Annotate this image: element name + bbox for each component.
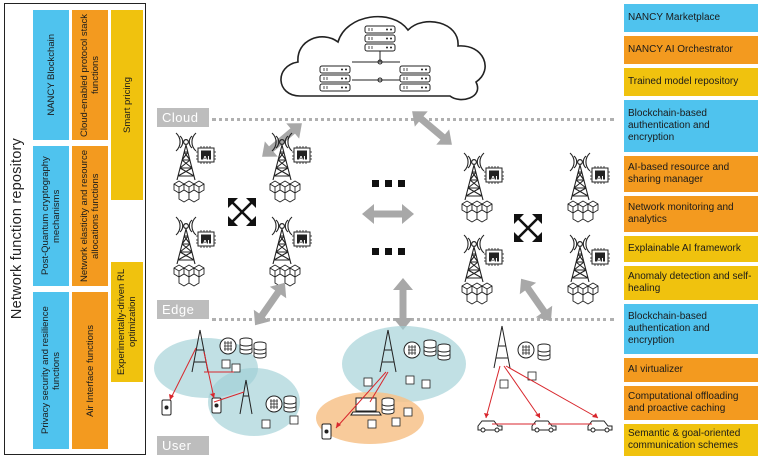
ai-chip-label: AI [203,240,210,247]
ai-chip-label: AI [203,156,210,163]
car-icon [477,420,503,433]
ai-chip-label: AI [597,176,604,183]
edge-tower [173,216,217,287]
cloud-edge-arrow-right [405,103,459,153]
repo-function-box: Privacy security and resilience function… [33,292,69,449]
edge-user-arrow [512,272,560,328]
service-item: Network monitoring and analytics [624,196,758,232]
edge-link-arrow [362,204,414,224]
edge-tower [567,234,611,305]
edge-tower [269,216,313,287]
cloud-layer-divider [212,118,614,121]
compute-cubes [221,359,537,429]
edge-tower [567,152,611,223]
service-item: AI-based resource and sharing manager [624,156,758,192]
ai-chip-label: AI [597,258,604,265]
service-item: NANCY Marketplace [624,4,758,32]
layer-label-edge: Edge [157,300,209,319]
coverage-area [316,392,424,444]
ai-chip-label: AI [299,240,306,247]
car-icon [531,420,557,433]
repo-function-box: Smart pricing [111,10,143,200]
small-base-station [191,325,511,415]
coverage-area [208,368,300,436]
service-item: Blockchain-based authentication and encr… [624,100,758,152]
service-item: Semantic & goal-oriented communication s… [624,424,758,456]
edge-tower [269,132,313,203]
repo-function-box: Experimentally-driven RL optimization [111,262,143,382]
repo-function-box: Cloud-enabled protocol stack functions [72,10,108,140]
ellipsis-icon [372,180,405,255]
network-function-repository [4,3,146,455]
layer-label-user: User [157,436,209,455]
wireless-links [169,347,599,429]
cloud-icon [280,15,486,101]
ai-chip-label: AI [491,176,498,183]
service-item: NANCY AI Orchestrator [624,36,758,64]
edge-tower [461,152,505,223]
smartphone-icon [321,423,332,440]
repo-function-box: Air Interface functions [72,292,108,449]
edge-tower [173,132,217,203]
edge-user-arrow [246,276,294,332]
expand-icon [226,196,258,228]
repo-function-box: NANCY Blockchain [33,10,69,140]
service-item: Anomaly detection and self-healing [624,266,758,300]
service-item: Trained model repository [624,68,758,96]
service-item: Explainable AI framework [624,236,758,262]
car-icon [587,420,613,433]
edge-user-arrow [393,278,413,330]
smartphone-icon [161,399,172,416]
edge-tower [461,234,505,305]
service-item: Blockchain-based authentication and encr… [624,304,758,354]
service-item: AI virtualizer [624,358,758,382]
coverage-area [342,326,466,402]
layer-label-cloud: Cloud [157,108,209,127]
service-item: Computational offloading and proactive c… [624,386,758,420]
edge-layer-divider [212,318,614,321]
expand-icon [512,212,544,244]
ai-chip-label: AI [299,156,306,163]
ai-chip-label: AI [491,258,498,265]
repo-function-box: Network elasticity and resource allocati… [72,146,108,286]
repo-function-box: Post-Quantum cryptography mechanisms [33,146,69,286]
